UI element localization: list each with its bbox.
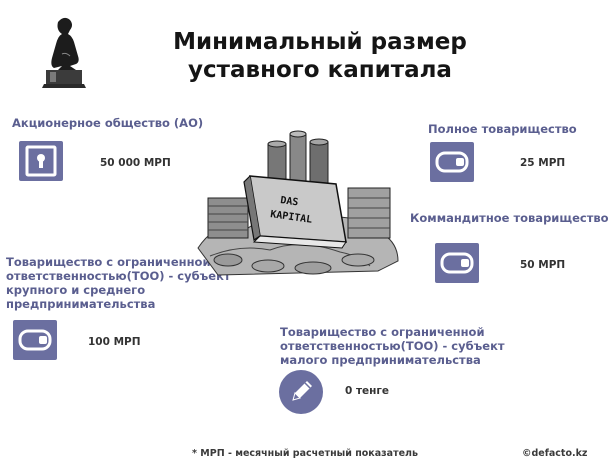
safe-icon xyxy=(19,141,63,181)
item-ao-value: 50 000 МРП xyxy=(100,157,171,169)
item-llp-large-label-line-1: Товарищество с ограниченной xyxy=(6,255,211,269)
wallet-icon xyxy=(430,142,474,182)
das-kapital-illustration: DAS KAPITAL xyxy=(197,130,399,276)
item-full-partnership-label: Полное товарищество xyxy=(428,122,577,136)
wallet-icon xyxy=(13,320,57,360)
item-limited-partnership-label: Коммандитное товарищество xyxy=(410,211,609,225)
item-llp-small-label-line-3: малого предпринимательства xyxy=(280,353,481,367)
page-title-line-2: уставного капитала xyxy=(188,57,452,83)
page-title: Минимальный размер уставного капитала xyxy=(150,28,490,84)
pencil-icon xyxy=(279,370,323,414)
item-ao-label: Акционерное общество (АО) xyxy=(12,116,204,130)
item-llp-small-value: 0 тенге xyxy=(345,385,390,397)
footnote: * МРП - месячный расчетный показатель xyxy=(192,448,419,459)
item-llp-large-value: 100 МРП xyxy=(88,336,141,348)
item-llp-large-label: Товарищество с ограниченной ответственно… xyxy=(6,255,231,311)
wallet-icon xyxy=(435,243,479,283)
item-llp-small-label-line-2: ответственностью(ТОО) - субъект xyxy=(280,339,505,353)
thinker-illustration xyxy=(42,17,86,88)
item-llp-large-label-line-4: предпринимательства xyxy=(6,297,156,311)
page-title-line-1: Минимальный размер xyxy=(173,29,467,55)
item-llp-small-label-line-1: Товарищество с ограниченной xyxy=(280,325,485,339)
credit: ©defacto.kz xyxy=(522,448,588,459)
item-limited-partnership-value: 50 МРП xyxy=(520,259,566,271)
item-llp-large-label-line-2: ответственностью(ТОО) - субъект xyxy=(6,269,231,283)
item-llp-small-label: Товарищество с ограниченной ответственно… xyxy=(280,325,505,367)
book-title-das: DAS xyxy=(280,195,299,208)
item-llp-large-label-line-3: крупного и среднего xyxy=(6,283,146,297)
item-full-partnership-value: 25 МРП xyxy=(520,157,566,169)
